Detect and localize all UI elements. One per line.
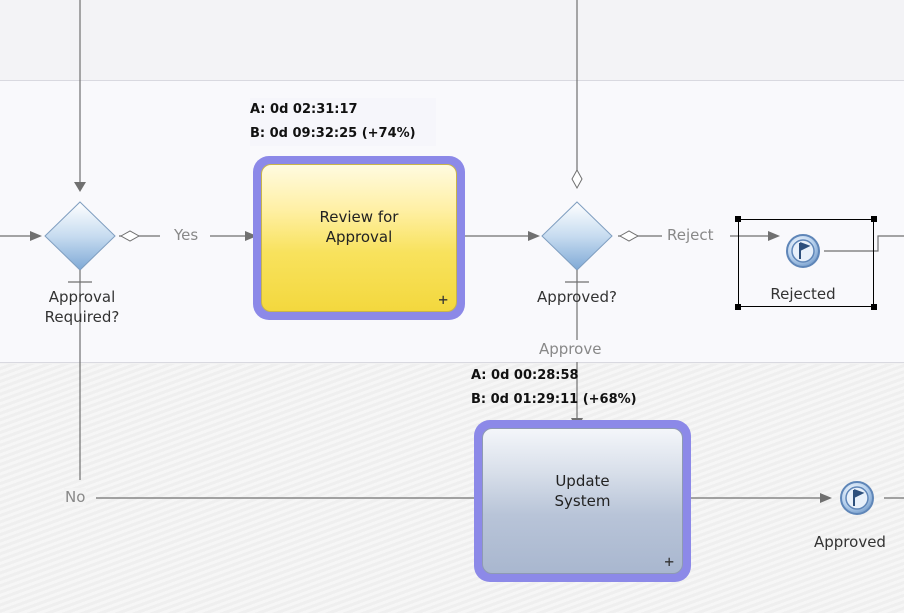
review-duration-stats: A: 0d 02:31:17 B: 0d 09:32:25 (+74%): [250, 98, 436, 146]
condition-marker-yes: [119, 230, 141, 242]
resize-handle[interactable]: [735, 216, 741, 222]
task-update-body: Update System +: [482, 428, 683, 574]
end-event-rejected[interactable]: [786, 234, 820, 268]
flow-label-no: No: [64, 488, 87, 506]
gateway-approved[interactable]: [541, 201, 613, 283]
resize-handle[interactable]: [871, 304, 877, 310]
expand-subprocess-icon[interactable]: +: [664, 552, 674, 571]
condition-marker-top: [571, 168, 583, 190]
review-stat-a: A: 0d 02:31:17: [250, 102, 358, 117]
expand-subprocess-icon[interactable]: +: [438, 290, 448, 309]
task-update-label: Update System: [554, 472, 611, 510]
end-event-approved-label: Approved: [814, 533, 886, 551]
arrowhead-right-2: [245, 231, 257, 241]
gateway-approved-label: Approved?: [537, 288, 617, 306]
flow-label-approve: Approve: [538, 340, 603, 358]
lane-divider-top: [0, 80, 904, 81]
arrowhead-right-3: [528, 231, 540, 241]
task-update-system[interactable]: Update System +: [474, 420, 691, 582]
resize-handle[interactable]: [735, 304, 741, 310]
gateway-approval-required-label: Approval Required?: [44, 288, 120, 326]
selection-box: [735, 216, 877, 310]
arrowhead-down-1: [74, 182, 86, 192]
update-stat-a: A: 0d 00:28:58: [471, 368, 579, 383]
lane-divider-bottom: [0, 362, 904, 363]
end-event-rejected-label: Rejected: [770, 285, 836, 303]
flow-rejected-out[interactable]: [824, 235, 904, 252]
arrowhead-right-1: [30, 231, 42, 241]
end-event-approved[interactable]: [840, 481, 874, 515]
flow-label-yes: Yes: [173, 226, 200, 244]
arrowhead-right-6: [820, 493, 832, 503]
update-stat-b: B: 0d 01:29:11 (+68%): [471, 392, 637, 407]
update-duration-stats: A: 0d 00:28:58 B: 0d 01:29:11 (+68%): [471, 364, 637, 412]
task-review-label: Review for Approval: [319, 208, 399, 246]
system-lane: [0, 364, 904, 613]
gateway-approval-required[interactable]: [44, 201, 116, 283]
top-lane: [0, 0, 904, 80]
condition-marker-reject: [618, 230, 640, 242]
flow-label-reject: Reject: [666, 226, 715, 244]
review-stat-b: B: 0d 09:32:25 (+74%): [250, 126, 416, 141]
resize-handle[interactable]: [871, 216, 877, 222]
task-review-for-approval[interactable]: Review for Approval +: [253, 156, 465, 320]
arrowhead-right-4: [768, 231, 780, 241]
task-review-body: Review for Approval +: [261, 164, 457, 312]
